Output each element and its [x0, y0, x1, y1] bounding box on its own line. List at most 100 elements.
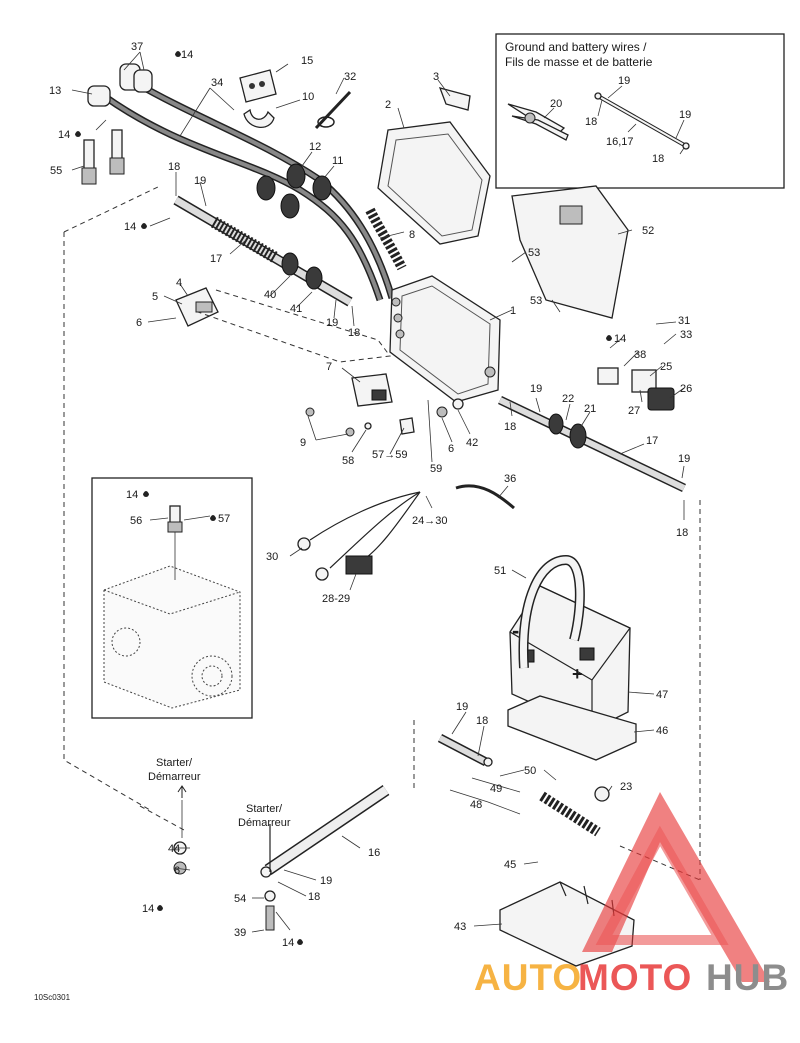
callout-19-lower: 19	[456, 701, 468, 713]
callout-18-mid: 18	[348, 327, 360, 339]
callout-21: 21	[584, 403, 596, 415]
callout-59: 59	[430, 463, 442, 475]
automotohub-watermark: AUTO MOTO HUB	[474, 792, 788, 998]
callout-2: 2	[385, 99, 391, 111]
callout-42: 42	[466, 437, 478, 449]
callout-52: 52	[642, 225, 654, 237]
starter-terminal-left	[139, 805, 185, 831]
callout-12: 12	[309, 141, 321, 153]
callout-14-right: 14	[614, 333, 626, 345]
callout-6-mid: 6	[448, 443, 454, 455]
callout-36: 36	[504, 473, 516, 485]
engine-inset	[91, 477, 253, 719]
inset-ground-battery-wires: Ground and battery wires / Fils de masse…	[495, 33, 785, 189]
callout-18-inset-a: 18	[585, 116, 597, 128]
spiral-wrap-part-8	[365, 207, 407, 271]
callout-19-right: 19	[530, 383, 542, 395]
callout-48: 48	[470, 799, 482, 811]
callout-8: 8	[409, 229, 415, 241]
callout-6-left: 6	[136, 317, 142, 329]
figure-code: 10Sc0301	[34, 993, 71, 1002]
dashed-cable-left	[63, 232, 151, 811]
callout-19-inset-a: 19	[618, 75, 630, 87]
watermark-logo-triangle	[582, 792, 770, 982]
callout-40: 40	[264, 289, 276, 301]
callout-27: 27	[628, 405, 640, 417]
starter-right-line2: Démarreur	[238, 817, 291, 829]
callout-10: 10	[302, 91, 314, 103]
starter-left-line1: Starter/	[156, 757, 193, 769]
callout-13: 13	[49, 85, 61, 97]
callout-44: 44	[168, 843, 180, 855]
starter-right-line1: Starter/	[246, 803, 283, 815]
spark-plug-leads	[87, 63, 396, 302]
callout-49: 49	[490, 783, 502, 795]
callout-14-engine: 14	[126, 489, 138, 501]
battery-cable-part-19-lower	[437, 734, 493, 767]
callout-38: 38	[634, 349, 646, 361]
ground-cable-part-16-17	[594, 92, 690, 150]
wiring-harness-part-24-30	[297, 484, 515, 581]
spark-plug-cap-1	[87, 85, 111, 107]
callout-45: 45	[504, 859, 516, 871]
callout-25: 25	[660, 361, 672, 373]
fuse-holder-part-23	[539, 786, 610, 837]
callout-14-top: 14	[181, 49, 193, 61]
callout-41: 41	[290, 303, 302, 315]
callout-53-upper: 53	[528, 247, 540, 259]
relay-part-25	[597, 367, 675, 411]
callout-18-bottom: 18	[308, 891, 320, 903]
inset-title-line1: Ground and battery wires /	[505, 40, 647, 54]
callout-4: 4	[176, 277, 182, 289]
clip-part-10	[243, 108, 275, 128]
callout-18-right: 18	[504, 421, 516, 433]
callout-19-inset-b: 19	[679, 109, 691, 121]
callout-58: 58	[342, 455, 354, 467]
callout-1: 1	[510, 305, 516, 317]
battery-cable-part-16	[260, 785, 390, 878]
callout-3: 3	[433, 71, 439, 83]
callout-43: 43	[454, 921, 466, 933]
callout-37: 37	[131, 41, 143, 53]
callout-19-bottom: 19	[320, 875, 332, 887]
callout-14-bottom: 14	[282, 937, 294, 949]
callout-55: 55	[50, 165, 62, 177]
callout-19-mid: 19	[326, 317, 338, 329]
callout-22: 22	[562, 393, 574, 405]
callout-17-upper: 17	[210, 253, 222, 265]
callout-28-29: 28-29	[322, 593, 350, 605]
callout-34: 34	[211, 77, 223, 89]
callout-14-bottom-left: 14	[142, 903, 154, 915]
crimp-pliers-part-20	[507, 103, 569, 141]
callout-18-inset-b: 18	[652, 153, 664, 165]
callout-17-right: 17	[646, 435, 658, 447]
callout-18-top: 18	[168, 161, 180, 173]
callout-14-mid-left: 14	[124, 221, 136, 233]
harness-route-dashed	[197, 289, 391, 363]
callout-7: 7	[326, 361, 332, 373]
inset-title-line2: Fils de masse et de batterie	[505, 55, 653, 69]
callout-20: 20	[550, 98, 562, 110]
battery-strap-part-51	[518, 554, 585, 669]
starter-label-left: Starter/ Démarreur	[148, 757, 201, 798]
starter-left-line2: Démarreur	[148, 771, 201, 783]
callout-50: 50	[524, 765, 536, 777]
lead-support-part-15	[239, 69, 277, 103]
callout-23: 23	[620, 781, 632, 793]
callout-53-lower: 53	[530, 295, 542, 307]
sealant-drop-icons	[75, 51, 612, 945]
callout-33: 33	[680, 329, 692, 341]
battery-minus: -	[512, 618, 519, 643]
callout-5: 5	[152, 291, 158, 303]
callout-6-bottom: 6	[174, 865, 180, 877]
callout-16-17-inset: 16,17	[606, 136, 634, 148]
bracket-part-52	[511, 185, 629, 319]
callout-32: 32	[344, 71, 356, 83]
callout-57-59: 57→59	[372, 449, 407, 461]
callout-16: 16	[368, 847, 380, 859]
callout-9: 9	[300, 437, 306, 449]
callout-51: 51	[494, 565, 506, 577]
battery-plus: +	[572, 664, 583, 684]
callout-19-far-right: 19	[678, 453, 690, 465]
